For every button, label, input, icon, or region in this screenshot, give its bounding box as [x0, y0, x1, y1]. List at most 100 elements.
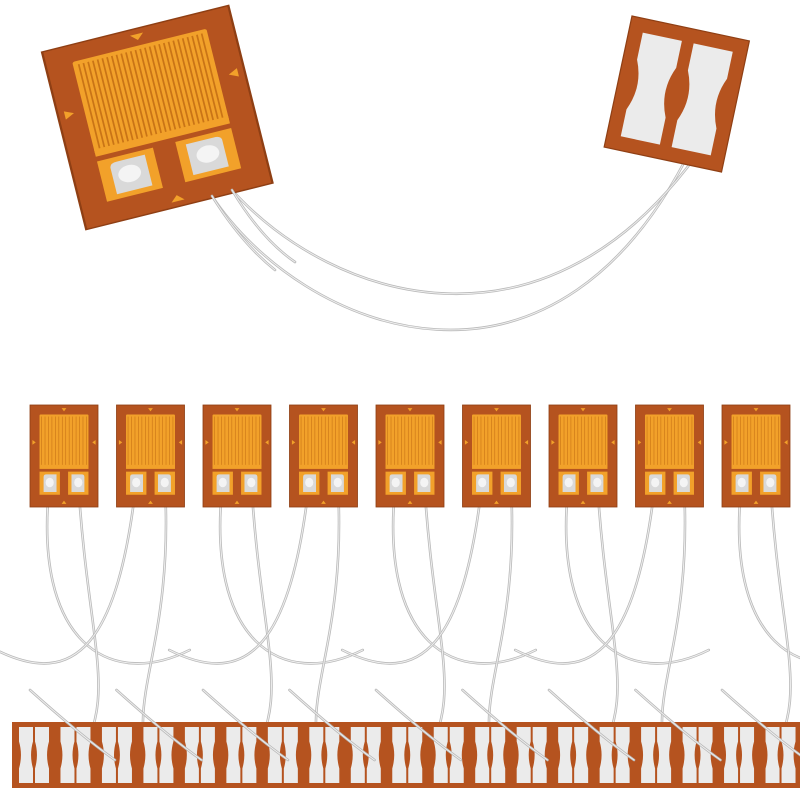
- grid-trace: [134, 49, 158, 136]
- grid-trace: [110, 55, 134, 142]
- alignment-marker-icon: [637, 440, 642, 445]
- terminal-strip: [12, 688, 800, 788]
- gauge-grid: [558, 414, 608, 468]
- terminal-pad-right: [671, 43, 733, 156]
- grid-end-tab: [385, 464, 435, 469]
- terminal-pad: [392, 727, 407, 783]
- small-gauge: [548, 404, 618, 508]
- grid-end-tab: [126, 464, 175, 469]
- solder-blob-right: [593, 477, 602, 488]
- terminal-pad: [765, 727, 780, 783]
- terminal-pad: [226, 727, 241, 783]
- solder-blob-right: [196, 145, 220, 163]
- terminal-pad: [350, 727, 365, 783]
- gauge-grid: [39, 414, 89, 468]
- solder-blob-left: [564, 477, 573, 488]
- strip-lead-wire-shine: [116, 689, 202, 761]
- gauge-grid: [126, 414, 175, 468]
- solder-blob-right: [160, 477, 169, 488]
- alignment-marker-icon: [464, 440, 469, 445]
- grid-trace: [177, 39, 201, 125]
- grid-trace: [92, 60, 115, 147]
- terminal-pad: [558, 727, 573, 783]
- terminal-pad: [408, 727, 423, 783]
- grid-trace: [153, 45, 177, 131]
- large-gauge: [40, 4, 274, 231]
- grid-trace: [148, 46, 172, 132]
- solder-blob-left: [478, 477, 487, 488]
- grid-trace: [106, 56, 130, 143]
- alignment-marker-icon: [129, 32, 144, 40]
- grid-end-tab: [212, 464, 262, 469]
- alignment-marker-icon: [551, 440, 555, 445]
- alignment-marker-icon: [580, 500, 586, 504]
- alignment-marker-icon: [63, 111, 74, 120]
- grid-trace: [172, 40, 196, 127]
- alignment-marker-icon: [178, 440, 183, 445]
- alignment-marker-icon: [321, 408, 326, 412]
- strip-lead-wire-shine: [375, 689, 462, 761]
- alignment-marker-icon: [291, 440, 296, 445]
- alignment-marker-icon: [407, 500, 413, 504]
- terminal-pad: [475, 727, 490, 783]
- alignment-marker-icon: [321, 500, 326, 504]
- grid-trace: [181, 38, 205, 124]
- terminal-pad: [615, 727, 630, 783]
- gauge-grid: [731, 414, 781, 468]
- gauge-grid: [472, 414, 521, 468]
- grid-trace: [200, 33, 224, 120]
- long-lead-wire-start-shine: [231, 189, 296, 263]
- small-gauge: [375, 404, 445, 508]
- alignment-marker-icon: [407, 408, 413, 412]
- lead-wire-shine: [392, 482, 537, 664]
- lead-wire-shine: [168, 482, 310, 664]
- terminal-pad: [309, 727, 324, 783]
- small-gauge: [721, 404, 791, 508]
- terminal-pad: [433, 727, 448, 783]
- terminal-pad: [682, 727, 697, 783]
- alignment-marker-icon: [667, 500, 672, 504]
- alignment-marker-icon: [667, 408, 672, 412]
- alignment-marker-icon: [61, 408, 67, 412]
- solder-blob-right: [247, 477, 256, 488]
- long-lead-wire-shine: [211, 129, 701, 331]
- terminal-pad-left: [620, 32, 682, 145]
- grid-trace: [129, 51, 153, 137]
- grid-end-tab: [299, 464, 348, 469]
- small-gauge: [29, 404, 99, 508]
- terminal-pad: [267, 727, 282, 783]
- grid-trace: [101, 58, 125, 144]
- terminal-pad: [491, 727, 506, 783]
- grid-end-tab: [645, 464, 694, 469]
- terminal-pad: [641, 727, 656, 783]
- solder-blob-left: [651, 477, 660, 488]
- lead-wire-shine: [514, 482, 656, 664]
- alignment-marker-icon: [438, 440, 442, 445]
- alignment-marker-icon: [494, 408, 499, 412]
- terminal-pad: [184, 727, 199, 783]
- strip-lead-wire-shine: [548, 689, 635, 761]
- alignment-marker-icon: [228, 68, 239, 77]
- alignment-marker-icon: [92, 440, 96, 445]
- alignment-marker-icon: [265, 440, 269, 445]
- terminal-pad: [242, 727, 257, 783]
- terminal-pad: [200, 727, 215, 783]
- grid-end-tab: [39, 464, 89, 469]
- grid-trace: [139, 48, 163, 135]
- alignment-marker-icon: [61, 500, 67, 504]
- grid-trace: [196, 34, 220, 121]
- small-gauge: [462, 404, 531, 508]
- long-lead-wire-start-shine: [211, 195, 276, 271]
- solder-blob-left: [391, 477, 400, 488]
- alignment-marker-icon: [234, 408, 240, 412]
- grid-trace: [125, 52, 149, 138]
- lead-wire-shine: [565, 482, 710, 664]
- terminal-pad: [117, 727, 132, 783]
- solder-blob-right: [333, 477, 342, 488]
- terminal-pad: [516, 727, 531, 783]
- grid-end-tab: [94, 116, 230, 157]
- lead-wire-shine: [219, 482, 364, 664]
- grid-trace: [115, 54, 139, 141]
- grid-trace: [77, 64, 101, 150]
- large-gauge-group: [40, 4, 751, 272]
